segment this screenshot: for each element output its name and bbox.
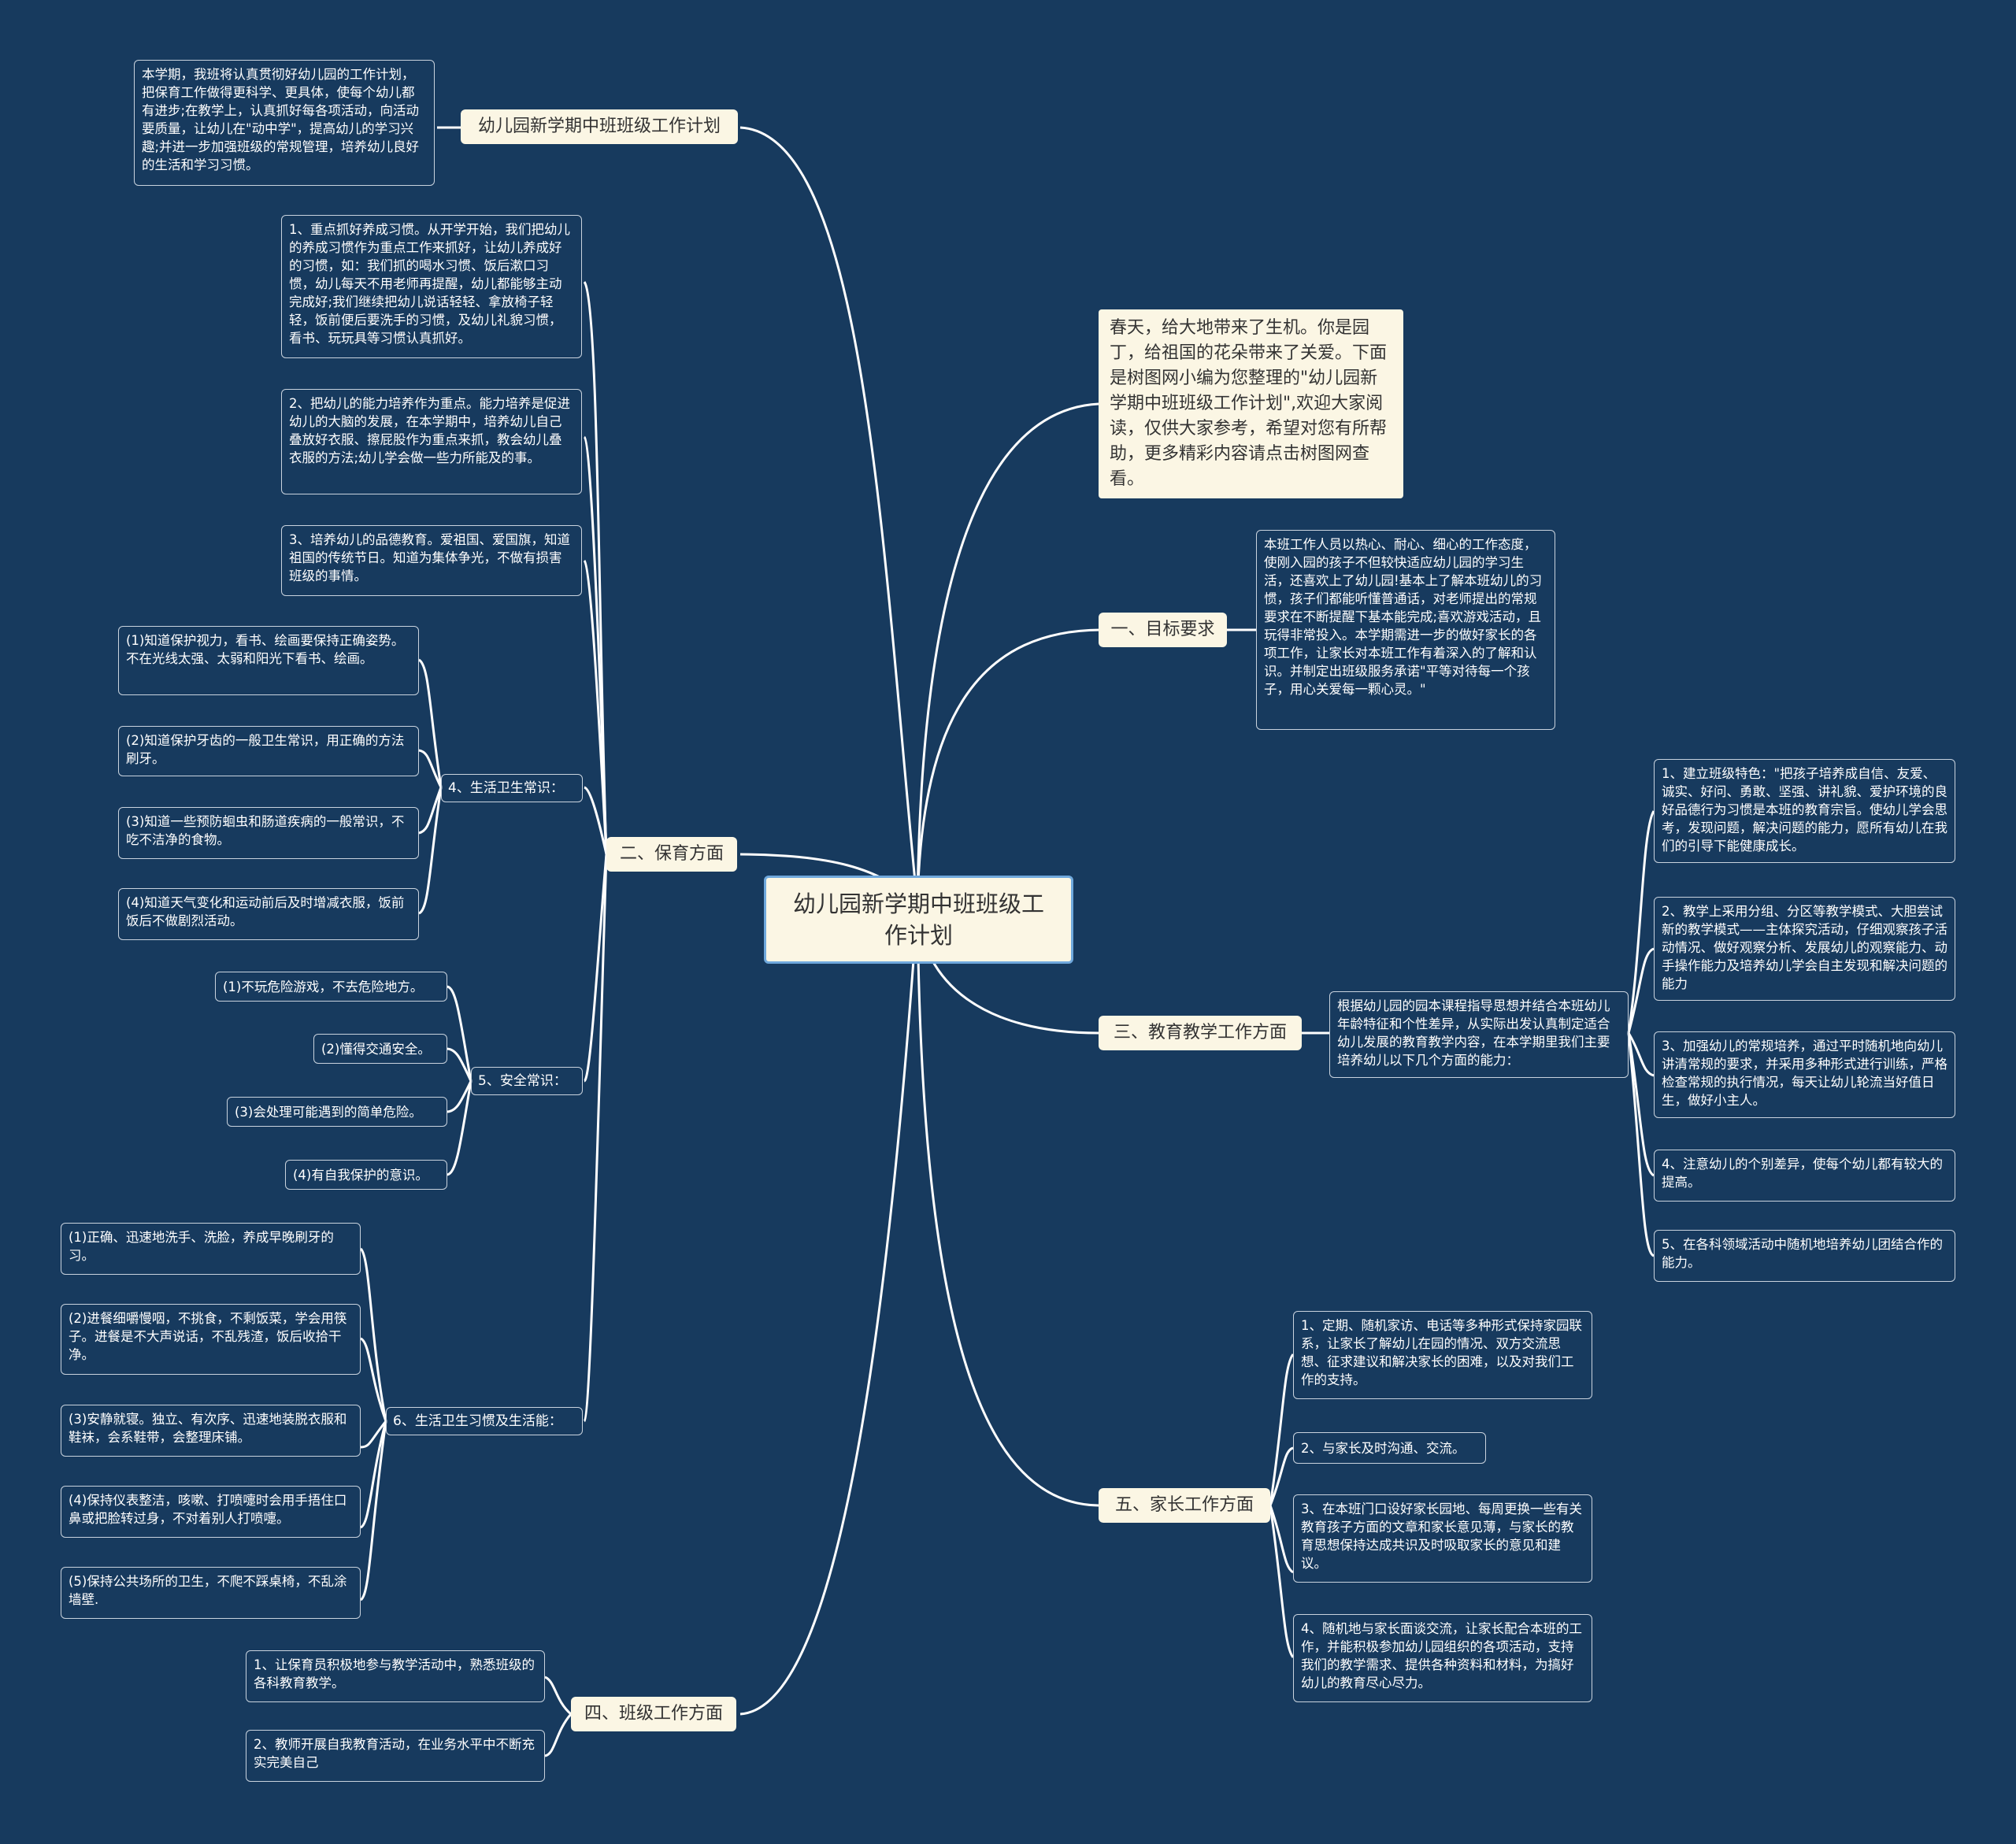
- hygiene-item-3: (3)知道一些预防蛔虫和肠道疾病的一般常识，不吃不洁净的食物。: [118, 807, 419, 859]
- safety-label: 5、安全常识：: [478, 1072, 567, 1089]
- parents-item-3: 3、在本班门口设好家长园地、每周更换一些有关教育孩子方面的文章和家长意见薄，与家…: [1293, 1494, 1592, 1583]
- parents-item-2-text: 2、与家长及时沟通、交流。: [1301, 1440, 1466, 1456]
- title-summary-text: 本学期，我班将认真贯彻好幼儿园的工作计划，把保育工作做得更科学、更具体，使每个幼…: [142, 67, 420, 172]
- class-work-item-2-text: 2、教师开展自我教育活动，在业务水平中不断充实完美自己: [254, 1737, 535, 1770]
- teaching-item-2: 2、教学上采用分组、分区等教学模式、大胆尝试新的教学模式——主体探究活动，仔细观…: [1654, 897, 1955, 1001]
- habits-item-2: (2)进餐细嚼慢咽，不挑食，不剩饭菜，学会用筷子。进餐是不大声说话，不乱残渣，饭…: [61, 1304, 361, 1375]
- safety-node[interactable]: 5、安全常识：: [471, 1067, 583, 1095]
- safety-item-4: (4)有自我保护的意识。: [285, 1160, 447, 1190]
- care-item-1: 1、重点抓好养成习惯。从开学开始，我们把幼儿的养成习惯作为重点工作来抓好，让幼儿…: [281, 215, 582, 358]
- hygiene-item-3-text: (3)知道一些预防蛔虫和肠道疾病的一般常识，不吃不洁净的食物。: [126, 814, 405, 847]
- habits-node[interactable]: 6、生活卫生习惯及生活能：: [386, 1407, 583, 1435]
- teaching-item-4-text: 4、注意幼儿的个别差异，使每个幼儿都有较大的提高。: [1662, 1157, 1943, 1190]
- care-item-2-text: 2、把幼儿的能力培养作为重点。能力培养是促进幼儿的大脑的发展，在本学期中，培养幼…: [289, 396, 570, 465]
- branch-class-work-label: 四、班级工作方面: [584, 1704, 723, 1724]
- safety-item-3: (3)会处理可能遇到的简单危险。: [227, 1097, 447, 1127]
- habits-item-5-text: (5)保持公共场所的卫生，不爬不踩桌椅，不乱涂墙壁.: [69, 1574, 347, 1607]
- parents-item-3-text: 3、在本班门口设好家长园地、每周更换一些有关教育孩子方面的文章和家长意见薄，与家…: [1301, 1501, 1582, 1571]
- goal-text: 本班工作人员以热心、耐心、细心的工作态度，使刚入园的孩子不但较快适应幼儿园的学习…: [1264, 537, 1543, 697]
- branch-goal-label: 一、目标要求: [1110, 620, 1215, 639]
- teaching-item-1: 1、建立班级特色："把孩子培养成自信、友爱、诚实、好问、勇敢、坚强、讲礼貌、爱护…: [1654, 759, 1955, 863]
- hygiene-item-4-text: (4)知道天气变化和运动前后及时增减衣服，饭前饭后不做剧烈活动。: [126, 895, 405, 928]
- teaching-item-1-text: 1、建立班级特色："把孩子培养成自信、友爱、诚实、好问、勇敢、坚强、讲礼貌、爱护…: [1662, 766, 1947, 853]
- teaching-item-2-text: 2、教学上采用分组、分区等教学模式、大胆尝试新的教学模式——主体探究活动，仔细观…: [1662, 904, 1947, 991]
- branch-title[interactable]: 幼儿园新学期中班班级工作计划: [461, 109, 738, 144]
- hygiene-item-1: (1)知道保护视力，看书、绘画要保持正确姿势。不在光线太强、太弱和阳光下看书、绘…: [118, 626, 419, 695]
- parents-item-4: 4、随机地与家长面谈交流，让家长配合本班的工作，并能积极参加幼儿园组织的各项活动…: [1293, 1614, 1592, 1702]
- hygiene-item-4: (4)知道天气变化和运动前后及时增减衣服，饭前饭后不做剧烈活动。: [118, 888, 419, 940]
- branch-title-label: 幼儿园新学期中班班级工作计划: [477, 117, 721, 136]
- habits-item-3-text: (3)安静就寝。独立、有次序、迅速地装脱衣服和鞋袜，会系鞋带，会整理床铺。: [69, 1412, 347, 1445]
- teaching-item-4: 4、注意幼儿的个别差异，使每个幼儿都有较大的提高。: [1654, 1150, 1955, 1202]
- safety-item-4-text: (4)有自我保护的意识。: [293, 1167, 428, 1183]
- branch-care-label: 二、保育方面: [619, 844, 724, 864]
- teaching-overview-text: 根据幼儿园的园本课程指导思想并结合本班幼儿年龄特征和个性差异，从实际出发认真制定…: [1337, 998, 1610, 1068]
- hygiene-node[interactable]: 4、生活卫生常识：: [441, 774, 583, 802]
- safety-item-2: (2)懂得交通安全。: [313, 1034, 447, 1064]
- habits-item-1: (1)正确、迅速地洗手、洗脸，养成早晚刷牙的习。: [61, 1223, 361, 1275]
- root-title: 幼儿园新学期中班班级工作计划: [792, 891, 1044, 949]
- parents-item-1: 1、定期、随机家访、电话等多种形式保持家园联系，让家长了解幼儿在园的情况、双方交…: [1293, 1311, 1592, 1399]
- class-work-item-1: 1、让保育员积极地参与教学活动中，熟悉班级的各科教育教学。: [246, 1650, 545, 1702]
- intro-text: 春天，给大地带来了生机。你是园丁，给祖国的花朵带来了关爱。下面是树图网小编为您整…: [1110, 318, 1388, 489]
- parents-item-1-text: 1、定期、随机家访、电话等多种形式保持家园联系，让家长了解幼儿在园的情况、双方交…: [1301, 1318, 1582, 1387]
- branch-care[interactable]: 二、保育方面: [606, 837, 737, 872]
- teaching-item-3: 3、加强幼儿的常规培养，通过平时随机地向幼儿讲清常规的要求，并采用多种形式进行训…: [1654, 1031, 1955, 1118]
- parents-item-2: 2、与家长及时沟通、交流。: [1293, 1432, 1486, 1464]
- habits-item-5: (5)保持公共场所的卫生，不爬不踩桌椅，不乱涂墙壁.: [61, 1567, 361, 1619]
- parents-item-4-text: 4、随机地与家长面谈交流，让家长配合本班的工作，并能积极参加幼儿园组织的各项活动…: [1301, 1621, 1582, 1690]
- safety-item-1-text: (1)不玩危险游戏，不去危险地方。: [223, 979, 424, 994]
- goal-text-box: 本班工作人员以热心、耐心、细心的工作态度，使刚入园的孩子不但较快适应幼儿园的学习…: [1256, 530, 1555, 730]
- teaching-item-5-text: 5、在各科领域活动中随机地培养幼儿团结合作的能力。: [1662, 1237, 1943, 1270]
- hygiene-label: 4、生活卫生常识：: [448, 779, 564, 796]
- intro-node[interactable]: 春天，给大地带来了生机。你是园丁，给祖国的花朵带来了关爱。下面是树图网小编为您整…: [1099, 309, 1403, 498]
- hygiene-item-2-text: (2)知道保护牙齿的一般卫生常识，用正确的方法刷牙。: [126, 733, 405, 766]
- teaching-item-3-text: 3、加强幼儿的常规培养，通过平时随机地向幼儿讲清常规的要求，并采用多种形式进行训…: [1662, 1039, 1947, 1108]
- teaching-overview: 根据幼儿园的园本课程指导思想并结合本班幼儿年龄特征和个性差异，从实际出发认真制定…: [1329, 991, 1629, 1078]
- branch-teaching[interactable]: 三、教育教学工作方面: [1099, 1016, 1302, 1050]
- class-work-item-2: 2、教师开展自我教育活动，在业务水平中不断充实完美自己: [246, 1730, 545, 1782]
- branch-teaching-label: 三、教育教学工作方面: [1113, 1023, 1287, 1042]
- branch-parents-label: 五、家长工作方面: [1114, 1495, 1254, 1515]
- safety-item-3-text: (3)会处理可能遇到的简单危险。: [235, 1104, 422, 1120]
- safety-item-2-text: (2)懂得交通安全。: [321, 1041, 431, 1057]
- branch-class-work[interactable]: 四、班级工作方面: [571, 1697, 736, 1731]
- hygiene-item-1-text: (1)知道保护视力，看书、绘画要保持正确姿势。不在光线太强、太弱和阳光下看书、绘…: [126, 633, 405, 666]
- care-item-1-text: 1、重点抓好养成习惯。从开学开始，我们把幼儿的养成习惯作为重点工作来抓好，让幼儿…: [289, 222, 570, 346]
- branch-parents[interactable]: 五、家长工作方面: [1099, 1488, 1270, 1523]
- care-item-2: 2、把幼儿的能力培养作为重点。能力培养是促进幼儿的大脑的发展，在本学期中，培养幼…: [281, 389, 582, 494]
- habits-item-3: (3)安静就寝。独立、有次序、迅速地装脱衣服和鞋袜，会系鞋带，会整理床铺。: [61, 1405, 361, 1457]
- hygiene-item-2: (2)知道保护牙齿的一般卫生常识，用正确的方法刷牙。: [118, 726, 419, 776]
- habits-item-4-text: (4)保持仪表整洁，咳嗽、打喷嚏时会用手捂住口鼻或把脸转过身，不对着别人打喷嚏。: [69, 1493, 347, 1526]
- safety-item-1: (1)不玩危险游戏，不去危险地方。: [215, 972, 447, 1002]
- teaching-item-5: 5、在各科领域活动中随机地培养幼儿团结合作的能力。: [1654, 1230, 1955, 1282]
- care-item-3-text: 3、培养幼儿的品德教育。爱祖国、爱国旗，知道祖国的传统节日。知道为集体争光，不做…: [289, 532, 570, 583]
- habits-item-2-text: (2)进餐细嚼慢咽，不挑食，不剩饭菜，学会用筷子。进餐是不大声说话，不乱残渣，饭…: [69, 1311, 347, 1362]
- class-work-item-1-text: 1、让保育员积极地参与教学活动中，熟悉班级的各科教育教学。: [254, 1657, 535, 1690]
- care-item-3: 3、培养幼儿的品德教育。爱祖国、爱国旗，知道祖国的传统节日。知道为集体争光，不做…: [281, 525, 582, 596]
- habits-label: 6、生活卫生习惯及生活能：: [393, 1413, 562, 1429]
- root-node[interactable]: 幼儿园新学期中班班级工作计划: [764, 876, 1073, 964]
- branch-goal[interactable]: 一、目标要求: [1099, 613, 1227, 647]
- habits-item-4: (4)保持仪表整洁，咳嗽、打喷嚏时会用手捂住口鼻或把脸转过身，不对着别人打喷嚏。: [61, 1486, 361, 1538]
- title-summary: 本学期，我班将认真贯彻好幼儿园的工作计划，把保育工作做得更科学、更具体，使每个幼…: [134, 60, 435, 186]
- habits-item-1-text: (1)正确、迅速地洗手、洗脸，养成早晚刷牙的习。: [69, 1230, 334, 1263]
